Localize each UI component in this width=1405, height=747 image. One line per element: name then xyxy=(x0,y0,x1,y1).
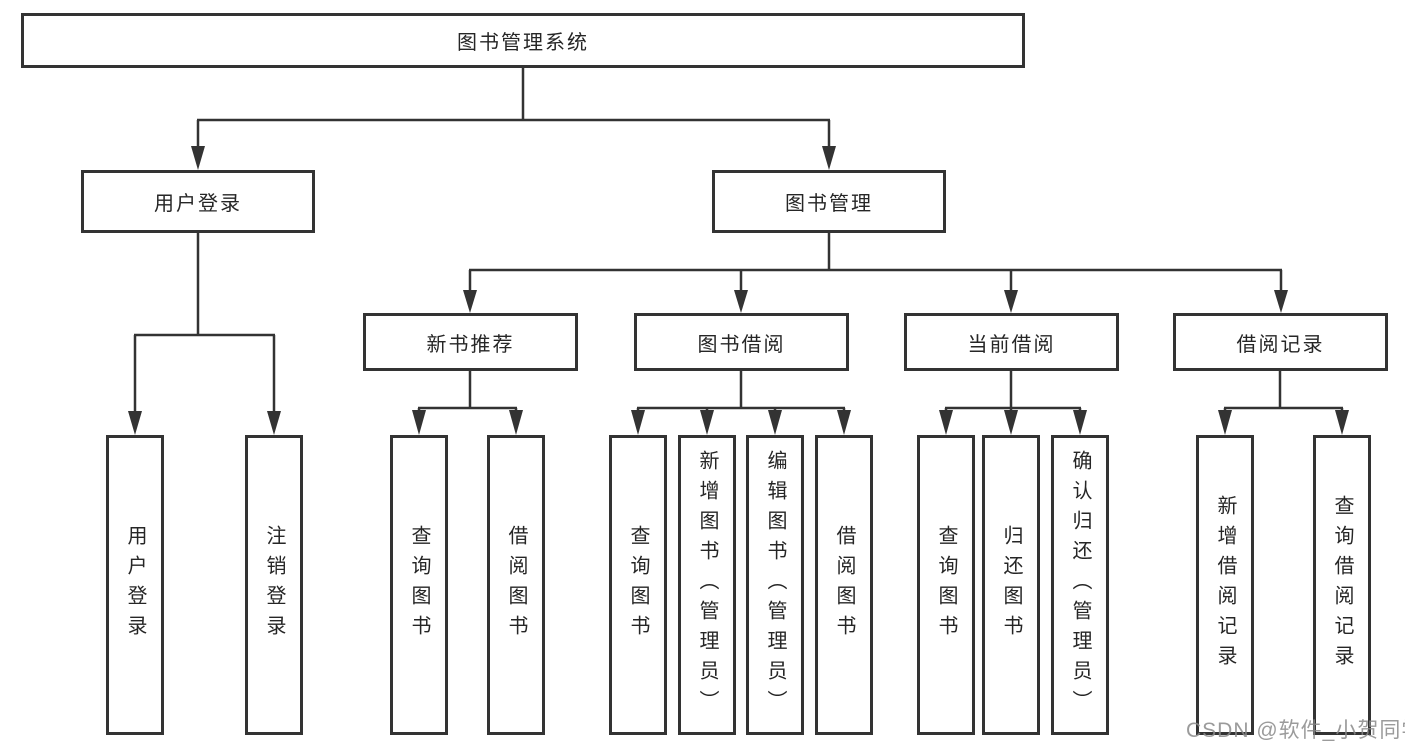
arrow-down-icon xyxy=(768,410,782,435)
leaf-logout: 注销登录 xyxy=(245,435,303,735)
arrow-down-icon xyxy=(822,146,836,170)
node-book-borrow: 图书借阅 xyxy=(634,313,849,371)
arrow-down-icon xyxy=(1218,410,1232,435)
connector-book-management-to-level3 xyxy=(463,233,1288,313)
arrow-down-icon xyxy=(1274,290,1288,313)
arrow-down-icon xyxy=(1004,290,1018,313)
leaf-confirm-return-admin: 确认归还（管理员） xyxy=(1051,435,1109,735)
arrow-down-icon xyxy=(191,146,205,170)
node-user-login: 用户登录 xyxy=(81,170,315,233)
node-book-management: 图书管理 xyxy=(712,170,946,233)
leaf-query-books-recommend: 查询图书 xyxy=(390,435,448,735)
connector-current-borrow-to-leaves xyxy=(939,371,1087,435)
connector-book-borrow-to-leaves xyxy=(631,371,851,435)
arrow-down-icon xyxy=(1004,410,1018,435)
arrow-down-icon xyxy=(128,411,142,435)
node-root-system: 图书管理系统 xyxy=(21,13,1025,68)
arrow-down-icon xyxy=(267,411,281,435)
arrow-down-icon xyxy=(463,290,477,313)
arrow-down-icon xyxy=(700,410,714,435)
leaf-borrow-books-recommend: 借阅图书 xyxy=(487,435,545,735)
connector-root-to-level2 xyxy=(191,68,836,170)
connector-borrow-record-to-leaves xyxy=(1218,371,1349,435)
leaf-query-books-current: 查询图书 xyxy=(917,435,975,735)
leaf-add-books-admin: 新增图书（管理员） xyxy=(678,435,736,735)
node-new-book-recommend: 新书推荐 xyxy=(363,313,578,371)
arrow-down-icon xyxy=(939,410,953,435)
leaf-query-books-borrow: 查询图书 xyxy=(609,435,667,735)
leaf-return-books: 归还图书 xyxy=(982,435,1040,735)
connector-new-book-to-leaves xyxy=(412,371,523,435)
arrow-down-icon xyxy=(631,410,645,435)
node-current-borrow: 当前借阅 xyxy=(904,313,1119,371)
arrow-down-icon xyxy=(509,410,523,435)
node-borrow-record: 借阅记录 xyxy=(1173,313,1388,371)
leaf-add-borrow-record: 新增借阅记录 xyxy=(1196,435,1254,735)
leaf-borrow-books: 借阅图书 xyxy=(815,435,873,735)
connector-user-login-to-leaves xyxy=(128,233,281,435)
arrow-down-icon xyxy=(412,410,426,435)
arrow-down-icon xyxy=(734,290,748,313)
arrow-down-icon xyxy=(837,410,851,435)
csdn-watermark: CSDN @软件_小贺同学 xyxy=(1186,719,1405,742)
leaf-query-borrow-record: 查询借阅记录 xyxy=(1313,435,1371,735)
leaf-user-login: 用户登录 xyxy=(106,435,164,735)
arrow-down-icon xyxy=(1335,410,1349,435)
arrow-down-icon xyxy=(1073,410,1087,435)
leaf-edit-books-admin: 编辑图书（管理员） xyxy=(746,435,804,735)
